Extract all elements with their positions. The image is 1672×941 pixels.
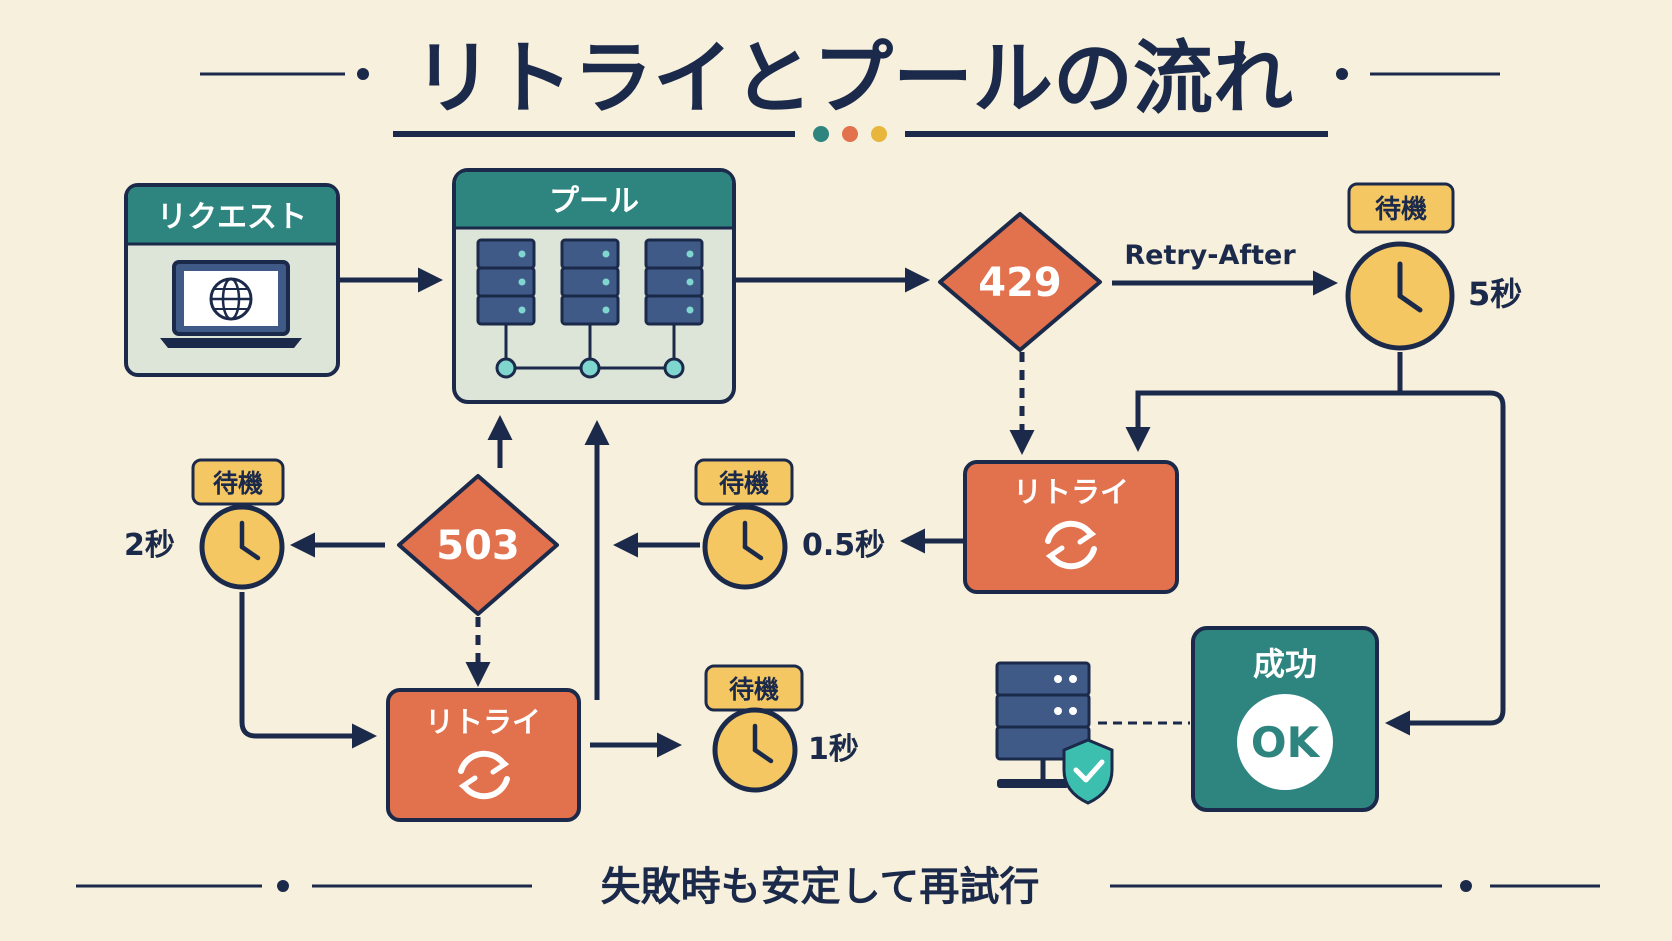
pool-label: プール xyxy=(549,184,639,219)
success-ok-text: OK xyxy=(1251,718,1321,767)
success-node: 成功 OK xyxy=(1191,626,1379,812)
server-rack-icon xyxy=(476,238,704,379)
wait-badge xyxy=(1347,182,1455,234)
request-node: リクエスト xyxy=(124,183,340,377)
refresh-icon xyxy=(458,750,510,800)
wait-2s-time: 2秒 xyxy=(124,528,175,563)
wait-5s-time: 5秒 xyxy=(1468,275,1522,313)
request-label: リクエスト xyxy=(157,200,307,235)
success-label: 成功 xyxy=(1253,645,1317,683)
wait-1s: 待機 1秒 xyxy=(704,664,859,793)
dot-teal xyxy=(813,126,829,142)
page-title: リトライとプールの流れ xyxy=(413,32,1293,125)
wait-1s-badge-text: 待機 xyxy=(729,675,779,704)
retry-bottom-label: リトライ xyxy=(425,705,541,739)
retry-node-bottom: リトライ xyxy=(386,688,581,822)
path-wait5-to-retry xyxy=(1125,352,1403,452)
wait-5s: 待機 5秒 xyxy=(1345,182,1522,351)
shield-check-icon xyxy=(1062,738,1114,805)
refresh-icon xyxy=(1045,520,1097,570)
dot-yellow xyxy=(871,126,887,142)
retry-top-label: リトライ xyxy=(1013,475,1129,509)
connectors xyxy=(239,267,1506,758)
dot-orange xyxy=(842,126,858,142)
pool-node: プール xyxy=(452,168,736,404)
code-503-label: 503 xyxy=(436,523,520,569)
footer-subtitle: 失敗時も安定して再試行 xyxy=(601,864,1040,910)
wait-2s: 待機 2秒 xyxy=(124,458,285,590)
code-503-diamond: 503 xyxy=(397,474,559,616)
code-429-diamond: 429 xyxy=(938,212,1102,352)
path-wait2-to-retry xyxy=(239,592,377,749)
retry-after-label: Retry-After xyxy=(1124,240,1296,271)
clock-icon xyxy=(712,707,798,793)
code-429-label: 429 xyxy=(978,260,1062,306)
wait-badge xyxy=(191,458,285,506)
wait-5s-badge-text: 待機 xyxy=(1375,195,1427,225)
clock-icon xyxy=(702,504,788,590)
title-area: リトライとプールの流れ xyxy=(200,32,1500,142)
ok-badge xyxy=(1237,694,1333,790)
clock-icon xyxy=(199,504,285,590)
wait-badge xyxy=(694,458,794,506)
wait-05s-time: 0.5秒 xyxy=(802,528,885,563)
path-wait5-to-success xyxy=(1385,390,1506,736)
wait-2s-badge-text: 待機 xyxy=(213,469,263,498)
clock-icon xyxy=(1345,241,1455,351)
secure-server-icon xyxy=(995,661,1114,805)
retry-node-top: リトライ xyxy=(963,460,1179,594)
laptop-globe-icon xyxy=(160,260,302,348)
wait-05s-badge-text: 待機 xyxy=(719,469,769,498)
footer-area: 失敗時も安定して再試行 xyxy=(76,864,1600,910)
wait-1s-time: 1秒 xyxy=(808,732,859,767)
wait-05s: 待機 0.5秒 xyxy=(694,458,885,590)
